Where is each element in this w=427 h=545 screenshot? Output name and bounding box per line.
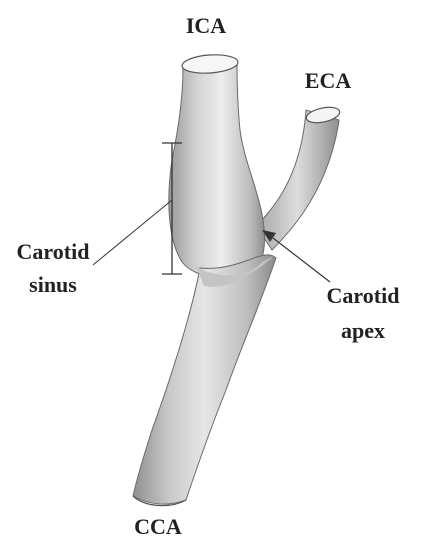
cca-label: CCA	[120, 515, 196, 539]
carotid-apex-line1: Carotid	[318, 284, 408, 308]
sinus-leader-line	[93, 200, 172, 265]
carotid-apex-line2: apex	[318, 319, 408, 343]
carotid-sinus-label: Carotid sinus	[8, 240, 98, 297]
eca-vessel	[256, 110, 339, 250]
carotid-sinus-line1: Carotid	[8, 240, 98, 264]
eca-label: ECA	[290, 69, 366, 93]
ica-label: ICA	[170, 14, 242, 38]
cca-vessel	[133, 255, 276, 504]
carotid-apex-label: Carotid apex	[318, 284, 408, 343]
carotid-sinus-line2: sinus	[8, 273, 98, 297]
ica-vessel	[169, 62, 265, 277]
